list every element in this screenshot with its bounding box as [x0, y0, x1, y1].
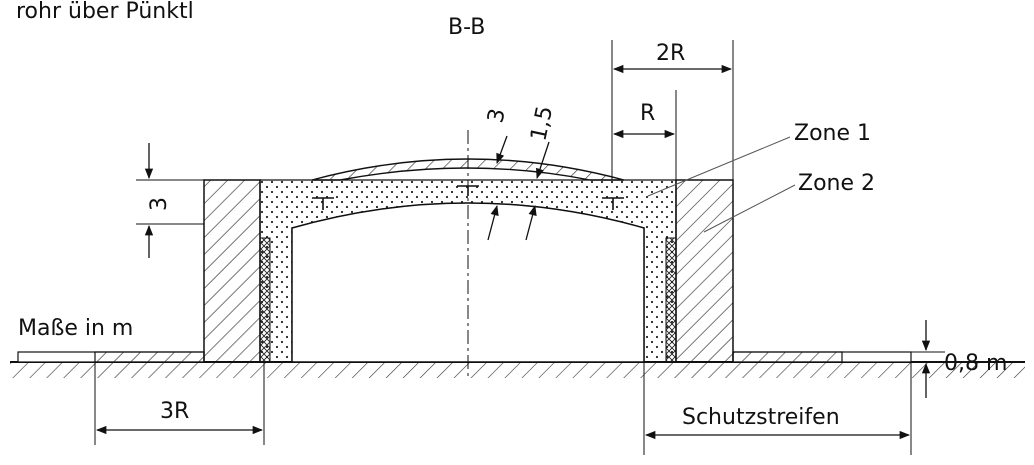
dimension-schutzstreifen: Schutzstreifen	[643, 362, 912, 455]
ground	[10, 361, 1025, 378]
dimension-r-label: R	[640, 101, 655, 126]
inner-thickness-label: 1,5	[526, 104, 558, 143]
zone-1-callout: Zone 1	[647, 121, 871, 197]
section-label: B-B	[448, 15, 485, 40]
wall-height-label: 3	[147, 197, 172, 211]
schutzstreifen-label: Schutzstreifen	[682, 405, 840, 430]
outer-wall-left	[203, 179, 261, 363]
dimension-2r-label: 2R	[656, 41, 685, 66]
dimension-3r: 3R	[94, 352, 265, 445]
cover-thickness-label: 3	[483, 106, 510, 125]
base-strip-right	[732, 351, 912, 363]
dimension-ground-height: 0,8 m	[911, 320, 1007, 398]
ground-height-label: 0,8 m	[944, 351, 1007, 376]
dimension-r: R	[612, 90, 677, 180]
insulation-right	[665, 237, 677, 363]
roof-cover	[311, 158, 625, 181]
insulation-left	[259, 237, 271, 363]
zone-2-callout: Zone 2	[703, 171, 875, 233]
roof-thickness-arrows	[487, 135, 550, 241]
outer-wall-right	[675, 179, 734, 363]
base-strip-left	[17, 351, 205, 363]
zone-2-label: Zone 2	[798, 171, 875, 196]
header-text: rohr über Pünktl	[16, 0, 194, 24]
dimension-3r-label: 3R	[160, 399, 189, 424]
dimension-2r: 2R	[611, 40, 734, 180]
dimension-wall-height: 3	[136, 143, 204, 258]
units-note: Maße in m	[18, 316, 133, 341]
zone-1-label: Zone 1	[794, 121, 871, 146]
